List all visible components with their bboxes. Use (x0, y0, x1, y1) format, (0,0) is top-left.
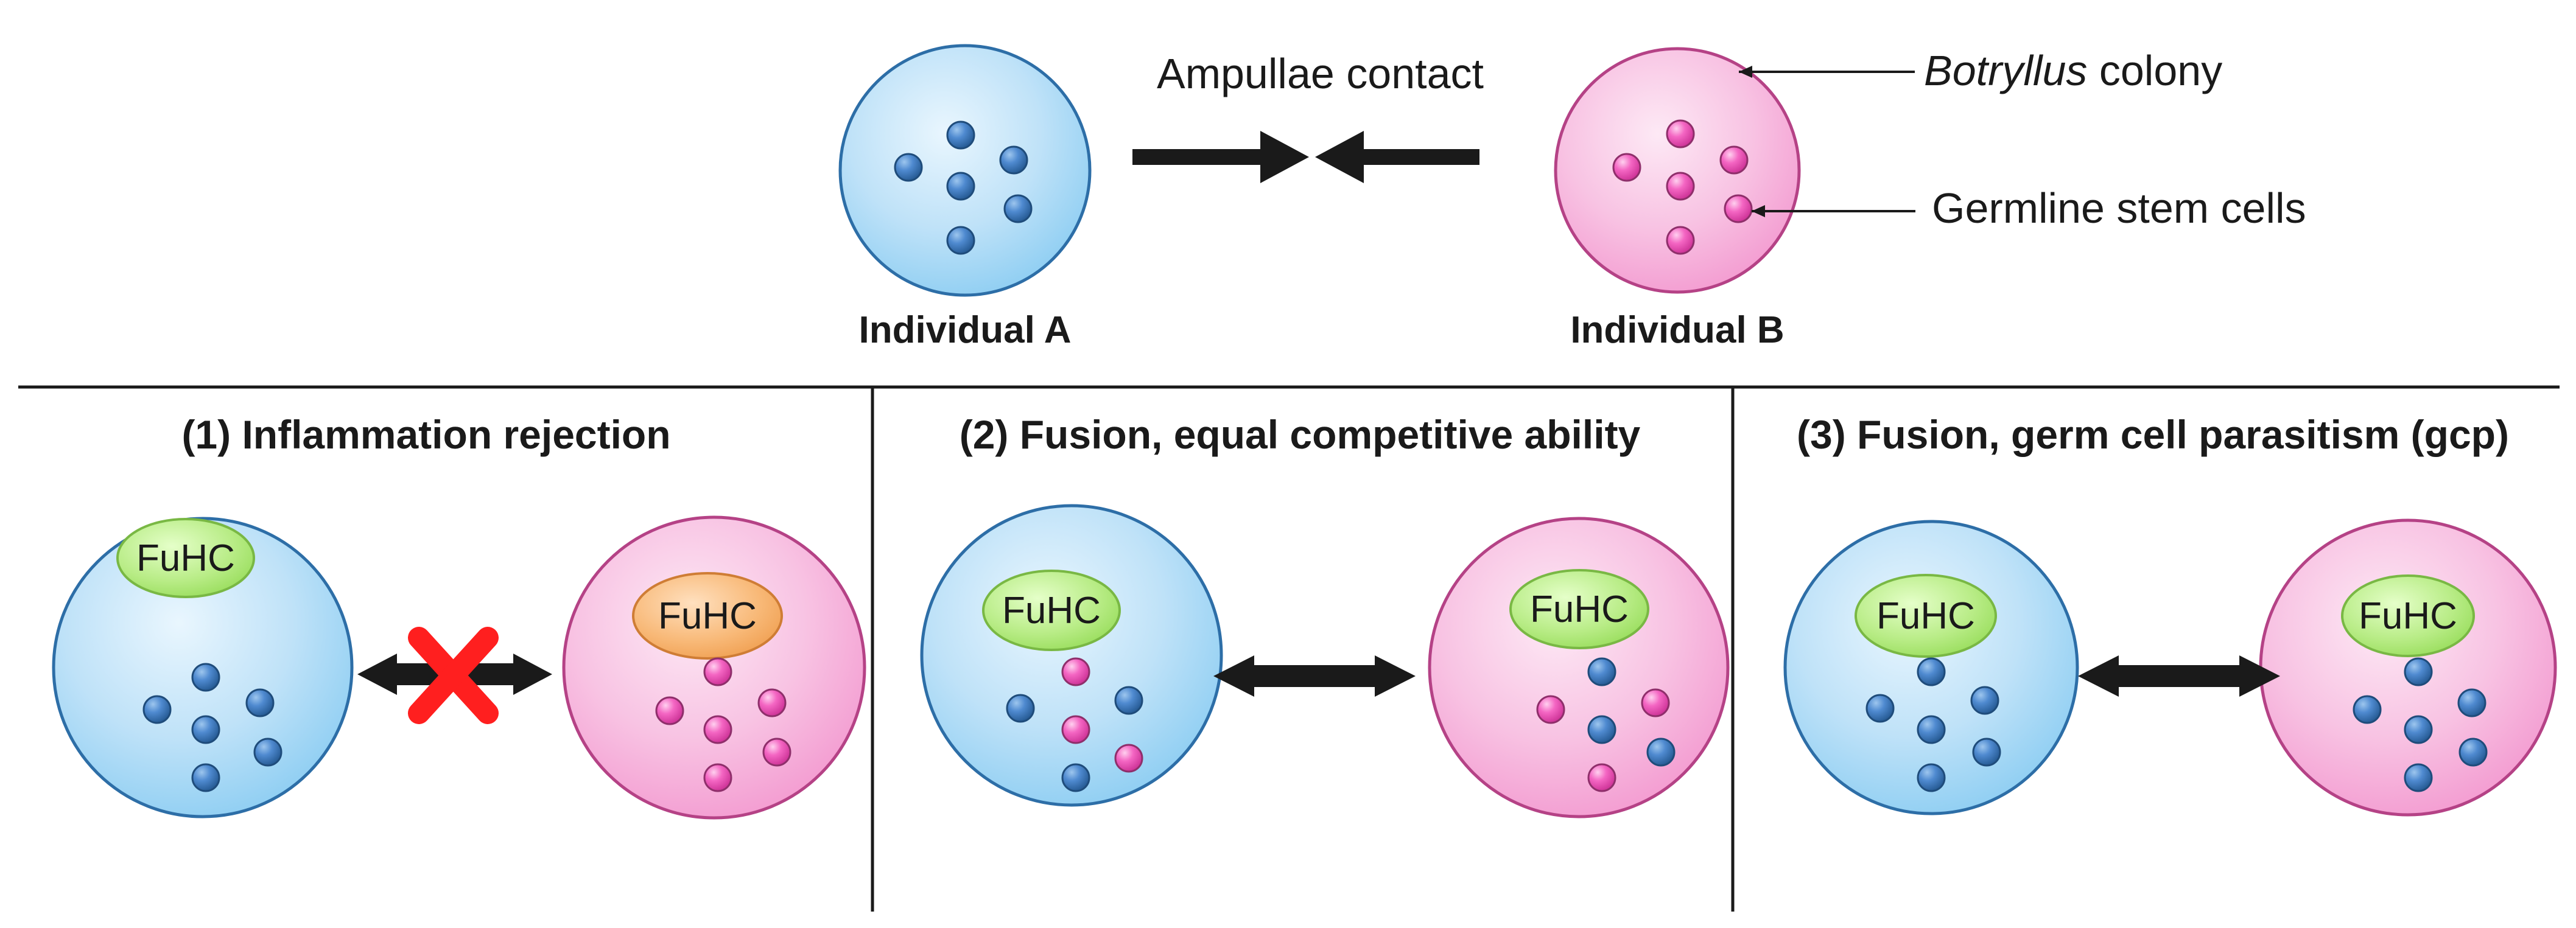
panel-fusion-equal-competitive-ability: (2) Fusion, equal competitive ability Fu… (920, 412, 1730, 818)
panel-title: (2) Fusion, equal competitive ability (960, 412, 1641, 457)
blue-germ-cell (1646, 738, 1676, 767)
blue-germ-cell (1061, 763, 1090, 792)
pink-germ-cell (703, 657, 732, 686)
blue-germ-cell (191, 763, 220, 792)
botryllus-colony-annotation: Botryllus colony (1739, 47, 2222, 94)
fuhc-badge (1509, 569, 1649, 649)
panel-3-left-colony: FuHC (1783, 520, 2079, 815)
panel-title: (3) Fusion, germ cell parasitism (gcp) (1797, 412, 2509, 457)
individual-b-colony (1554, 47, 1801, 294)
blue-germ-cell (245, 688, 275, 717)
panel-3-right-colony: FuHC (2259, 518, 2557, 817)
fusion-double-arrow-icon (1213, 655, 1416, 697)
pink-germ-cell (1587, 763, 1616, 792)
fuhc-label: FuHC (658, 595, 757, 637)
pink-germ-cell (1612, 153, 1641, 182)
blue-germ-cell (946, 120, 975, 150)
panel-2-left-colony: FuHC (920, 504, 1223, 807)
annotation-arrow-icon (1739, 66, 1752, 78)
fuhc-badge (632, 572, 783, 660)
rejection-arrow (357, 627, 552, 724)
fuhc-label: FuHC (136, 537, 235, 579)
individual-b-germline-cells (1612, 119, 1753, 255)
pink-germ-cell (703, 763, 732, 792)
fuhc-label: FuHC (1876, 595, 1975, 637)
pink-germ-cell (1061, 715, 1090, 744)
pink-germ-cell (1666, 119, 1695, 148)
pink-germ-cell (703, 715, 732, 744)
blue-germ-cell (946, 172, 975, 201)
individual-b-label: Individual B (1570, 309, 1784, 351)
individual-a-germline-cells (894, 120, 1033, 255)
fuhc-badge (2341, 574, 2475, 657)
blue-germ-cell (2458, 738, 2488, 767)
panel-inflammation-rejection: (1) Inflammation rejection FuHC FuHC (52, 412, 866, 820)
blue-germ-cell (1917, 763, 1946, 792)
fuhc-badge (982, 570, 1121, 651)
fuhc-label: FuHC (2359, 595, 2457, 637)
panel-1-left-colony: FuHC (52, 517, 354, 818)
blue-germ-cell (1970, 686, 1999, 715)
panel-fusion-germ-cell-parasitism: (3) Fusion, germ cell parasitism (gcp) F… (1783, 412, 2557, 817)
blue-germ-cell (999, 145, 1028, 175)
colony-label: colony (2087, 47, 2222, 94)
pink-germ-cell (655, 696, 684, 725)
blue-germ-cell (1587, 657, 1616, 686)
individual-a-colony (838, 44, 1092, 297)
panel-title: (1) Inflammation rejection (181, 412, 670, 457)
fuhc-label: FuHC (1530, 588, 1629, 630)
blue-germ-cell (1972, 738, 2001, 767)
pink-germ-cell (1719, 145, 1749, 175)
contact-arrow-right-icon (1315, 131, 1479, 183)
top-section: Ampullae contact Botryllus colony Germli… (838, 44, 2306, 351)
pink-germ-cell (757, 688, 787, 717)
blue-germ-cell (2404, 715, 2433, 744)
germline-stem-cells-annotation: Germline stem cells (1752, 184, 2306, 232)
pink-germ-cell (1666, 172, 1695, 201)
blue-germ-cell (142, 695, 172, 724)
pink-germ-cell (1536, 695, 1565, 724)
pink-germ-cell (1114, 744, 1143, 773)
blue-germ-cell (1003, 194, 1033, 223)
botryllus-colony-label: Botryllus colony (1924, 47, 2222, 94)
pink-germ-cell (1724, 194, 1753, 223)
blue-germ-cell (1917, 715, 1946, 744)
panel-2-right-colony: FuHC (1428, 517, 1730, 818)
individual-a-label: Individual A (858, 309, 1071, 351)
ampullae-contact-label: Ampullae contact (1157, 50, 1484, 97)
pink-germ-cell (1061, 657, 1090, 686)
pink-germ-cell (1641, 688, 1670, 717)
blue-germ-cell (1865, 694, 1895, 723)
panel-1-right-colony: FuHC (562, 515, 866, 820)
blue-germ-cell (2404, 763, 2433, 792)
blue-germ-cell (191, 715, 220, 744)
blue-germ-cell (2457, 688, 2487, 717)
section-dividers (18, 385, 2560, 912)
ampullae-contact-arrows (1132, 131, 1479, 183)
blue-germ-cell (1917, 657, 1946, 686)
blue-germ-cell (2353, 695, 2382, 724)
blue-germ-cell (191, 663, 220, 692)
blue-germ-cell (253, 738, 283, 767)
germline-stem-cells-label: Germline stem cells (1932, 184, 2306, 232)
fusion-double-arrow-icon (2078, 655, 2280, 697)
blue-germ-cell (894, 153, 923, 182)
annotation-arrow-icon (1752, 205, 1765, 217)
fuhc-badge (116, 518, 255, 598)
pink-germ-cell (762, 738, 791, 767)
blue-germ-cell (2404, 657, 2433, 686)
blue-germ-cell (1006, 694, 1035, 723)
blue-germ-cell (1587, 715, 1616, 744)
botryllus-italic-label: Botryllus (1924, 47, 2087, 94)
contact-arrow-left-icon (1132, 131, 1309, 183)
fuhc-badge (1855, 574, 1997, 658)
blue-germ-cell (946, 226, 975, 255)
fuhc-label: FuHC (1002, 590, 1101, 632)
pink-germ-cell (1666, 226, 1695, 255)
red-x-icon (408, 627, 499, 724)
blue-germ-cell (1114, 686, 1143, 715)
